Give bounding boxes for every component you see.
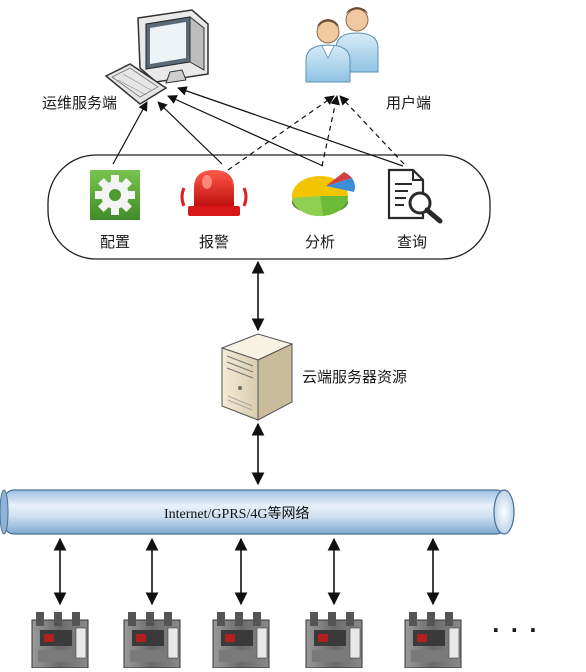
pie-chart-icon (292, 172, 355, 217)
document-search-icon (387, 168, 443, 224)
cloud-server-label: 云端服务器资源 (302, 368, 408, 386)
arrow-alarm-to-ops (157, 101, 223, 165)
gear-icon (90, 170, 140, 220)
function-analysis-label: 分析 (304, 233, 336, 251)
circuit-breaker-icon (31, 612, 89, 669)
network-pipe (0, 489, 515, 535)
function-query-label: 查询 (396, 233, 428, 251)
arrow-query-to-user (339, 95, 405, 165)
arrow-config-to-ops (112, 101, 148, 165)
arrow-analysis-to-ops (167, 95, 324, 167)
circuit-breaker-icon (212, 612, 270, 669)
circuit-breaker-icon (123, 612, 181, 669)
server-tower-icon (220, 333, 294, 421)
circuit-breaker-icon (404, 612, 462, 669)
desktop-computer-icon (104, 9, 209, 105)
ops-client-label: 运维服务端 (42, 94, 118, 112)
function-config-label: 配置 (99, 233, 131, 251)
more-devices-ellipsis: · · · (492, 618, 539, 642)
arrow-alarm-to-user (227, 95, 335, 171)
circuit-breaker-icon (305, 612, 363, 669)
function-alarm-label: 报警 (198, 233, 230, 251)
network-label: Internet/GPRS/4G等网络 (164, 507, 310, 522)
arrow-analysis-to-user (321, 95, 340, 167)
alarm-light-icon (180, 170, 248, 216)
user-client-label: 用户端 (386, 94, 432, 112)
users-icon (305, 7, 379, 83)
function-panel (47, 154, 491, 260)
